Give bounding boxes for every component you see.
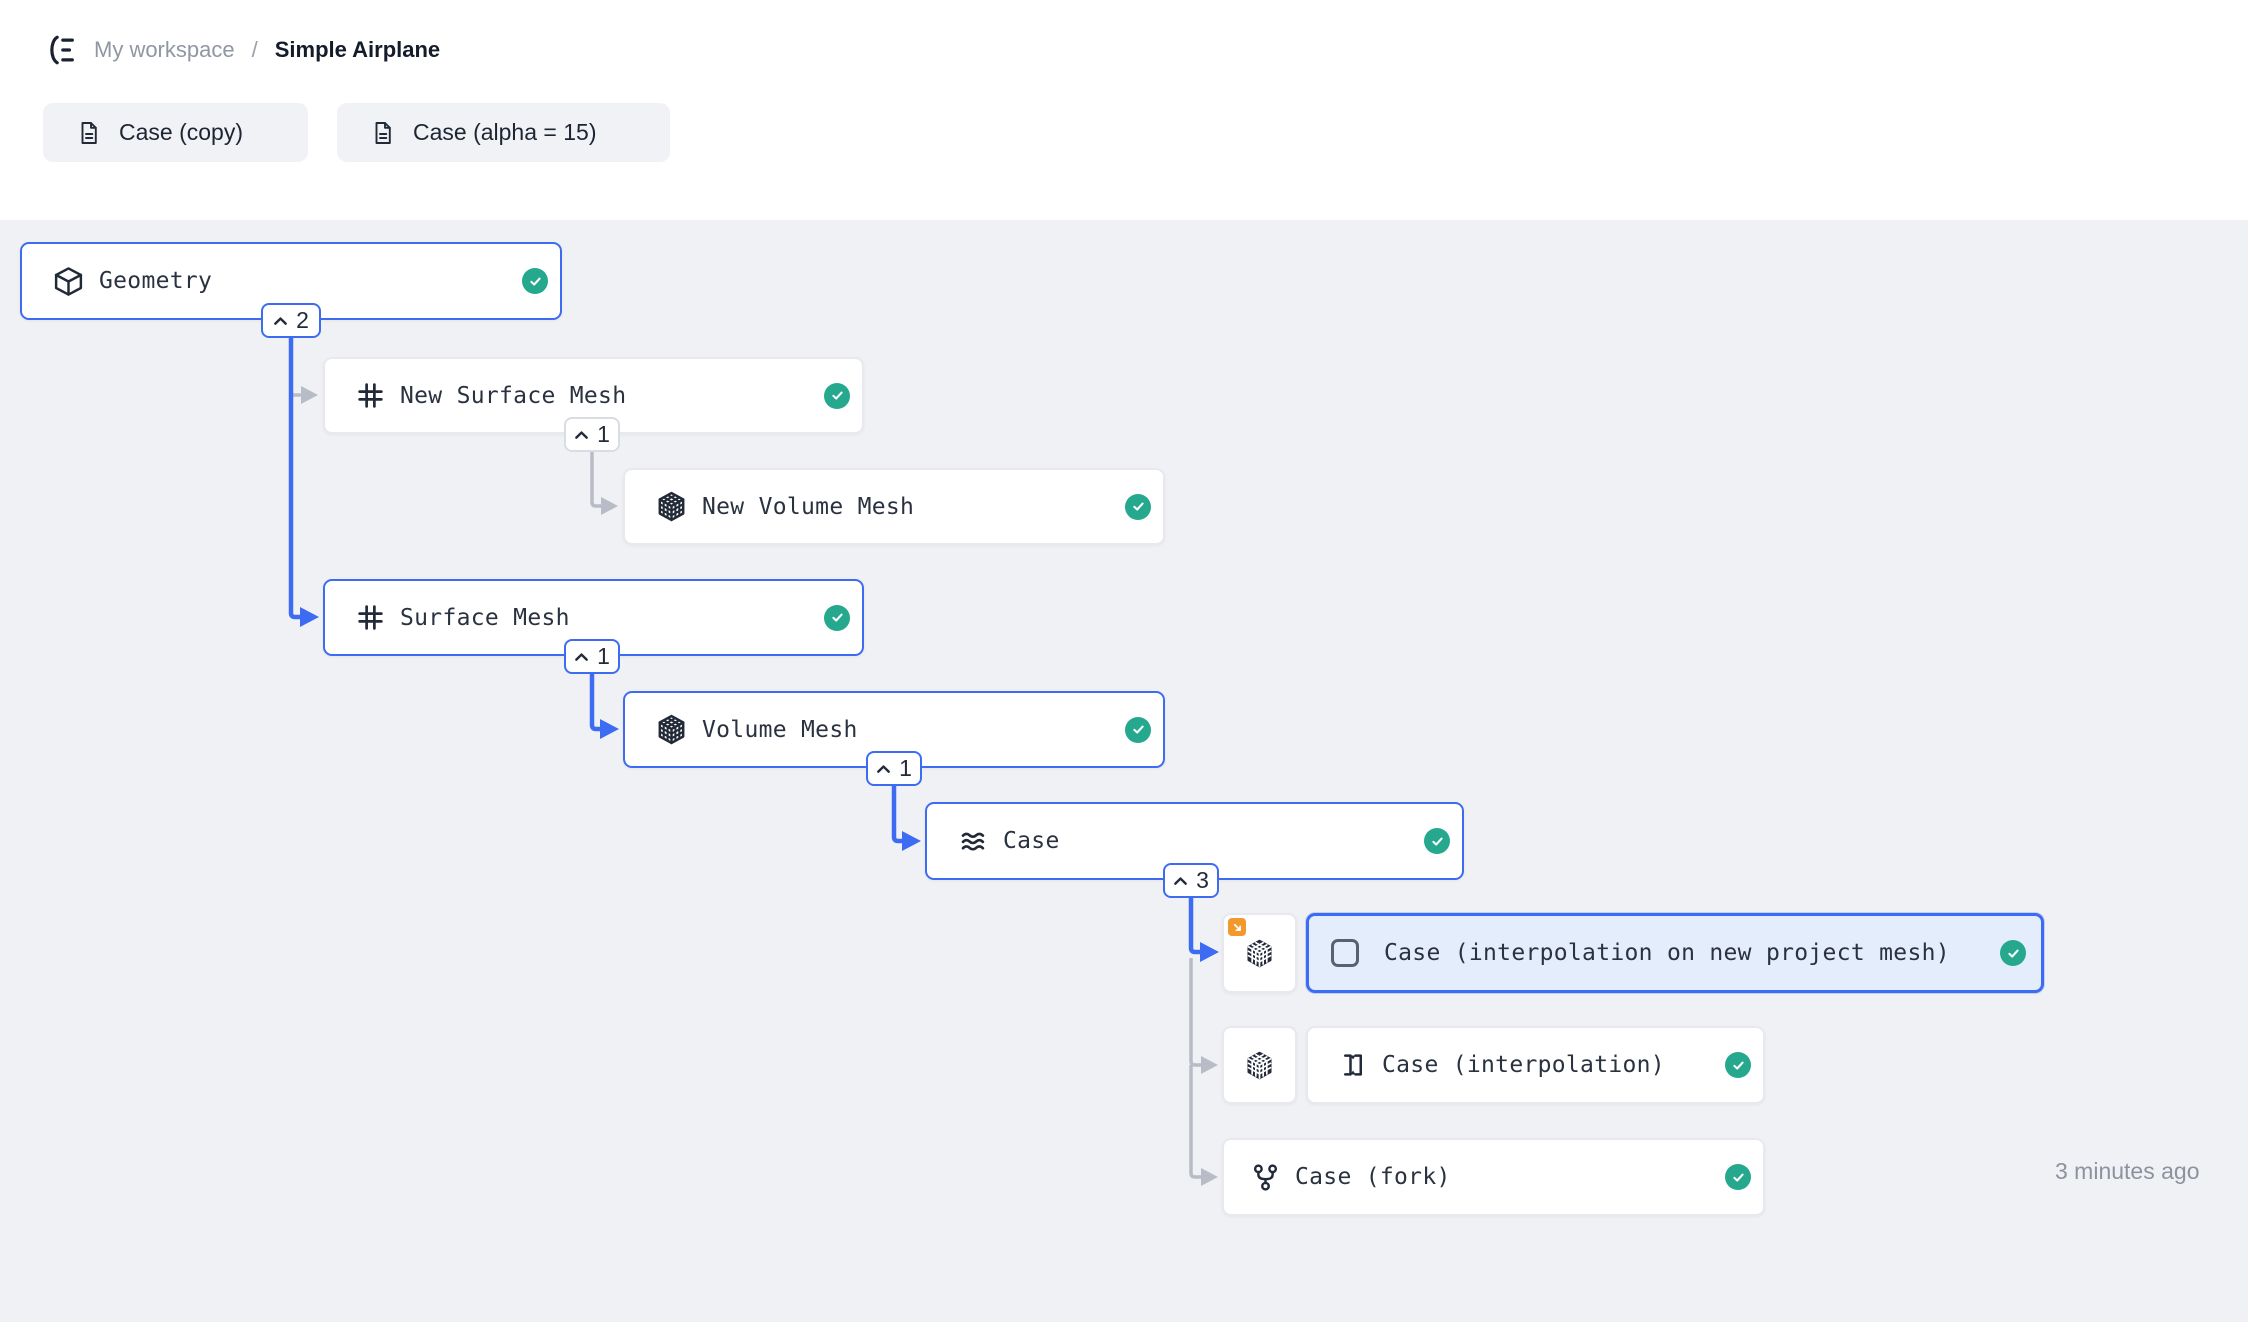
- collapse-count: 1: [597, 643, 610, 669]
- branch-arrow-badge-icon: [1228, 918, 1246, 936]
- select-checkbox[interactable]: [1331, 939, 1359, 967]
- collapse-count: 1: [597, 421, 610, 447]
- surface-mesh-grid-icon: [355, 602, 386, 633]
- document-icon: [79, 121, 99, 145]
- collapse-count: 1: [899, 755, 912, 781]
- cube-outline-icon: [52, 265, 85, 298]
- node-label: Case (interpolation): [1382, 1052, 1665, 1078]
- case-copy-chip[interactable]: Case (copy): [43, 103, 308, 162]
- status-success-icon: [1725, 1164, 1751, 1190]
- breadcrumb-separator: /: [251, 37, 258, 62]
- interpolation-icon: [1338, 1050, 1368, 1080]
- header: My workspace / Simple Airplane Case (cop…: [0, 0, 2248, 220]
- status-success-icon: [824, 382, 850, 409]
- collapse-badge-geometry[interactable]: 2: [261, 303, 321, 338]
- chip-label: Case (alpha = 15): [413, 119, 597, 145]
- volume-cube-solid-icon: [1247, 939, 1272, 967]
- status-success-icon: [1424, 828, 1450, 854]
- status-success-icon: [1125, 716, 1151, 743]
- node-case-fork[interactable]: Case (fork): [1222, 1138, 1765, 1216]
- breadcrumb-workspace[interactable]: My workspace: [94, 37, 235, 62]
- node-label: Case (fork): [1295, 1164, 1451, 1190]
- connector-lines: [288, 338, 1219, 1186]
- node-case-interpolation[interactable]: Case (interpolation): [1306, 1026, 1765, 1104]
- workflow-logo-icon[interactable]: [43, 31, 77, 69]
- case-alpha-chip[interactable]: Case (alpha = 15): [337, 103, 670, 162]
- timestamp-label: 3 minutes ago: [2055, 1158, 2200, 1184]
- node-label: Volume Mesh: [702, 716, 858, 743]
- node-new-volume-mesh[interactable]: New Volume Mesh: [623, 468, 1165, 545]
- chip-label: Case (copy): [119, 119, 243, 145]
- volume-mesh-cube-icon: [655, 713, 688, 746]
- collapse-badge-surface-mesh[interactable]: 1: [564, 639, 620, 674]
- node-case-interpolation-new-mesh[interactable]: Case (interpolation on new project mesh): [1306, 913, 2044, 993]
- volume-cube-solid-icon: [1247, 1051, 1272, 1079]
- collapse-badge-new-surface-mesh[interactable]: 1: [564, 417, 620, 452]
- status-success-icon: [1125, 493, 1151, 520]
- breadcrumb: My workspace / Simple Airplane: [43, 28, 440, 72]
- node-label: New Surface Mesh: [400, 382, 627, 409]
- status-success-icon: [824, 604, 850, 631]
- case-thumbnail-card[interactable]: [1222, 1026, 1297, 1104]
- case-thumbnail-card[interactable]: [1222, 913, 1297, 993]
- collapse-badge-volume-mesh[interactable]: 1: [866, 751, 922, 786]
- node-label: New Volume Mesh: [702, 493, 915, 520]
- status-success-icon: [2000, 940, 2026, 966]
- document-icon: [373, 121, 393, 145]
- node-label: Geometry: [99, 268, 213, 294]
- surface-mesh-grid-icon: [355, 380, 386, 411]
- breadcrumb-project-title: Simple Airplane: [274, 37, 441, 62]
- node-label: Case: [1003, 828, 1060, 854]
- status-success-icon: [1725, 1052, 1751, 1078]
- collapse-count: 2: [296, 307, 309, 333]
- collapse-badge-case[interactable]: 3: [1163, 863, 1219, 898]
- volume-mesh-cube-icon: [655, 490, 688, 523]
- status-success-icon: [522, 268, 548, 294]
- waves-icon: [957, 825, 989, 857]
- fork-icon: [1250, 1162, 1281, 1193]
- collapse-count: 3: [1196, 867, 1209, 893]
- node-label: Case (interpolation on new project mesh): [1384, 940, 1950, 966]
- node-label: Surface Mesh: [400, 604, 570, 631]
- workflow-canvas[interactable]: Geometry 2 New Surface Mesh 1: [0, 220, 2248, 1322]
